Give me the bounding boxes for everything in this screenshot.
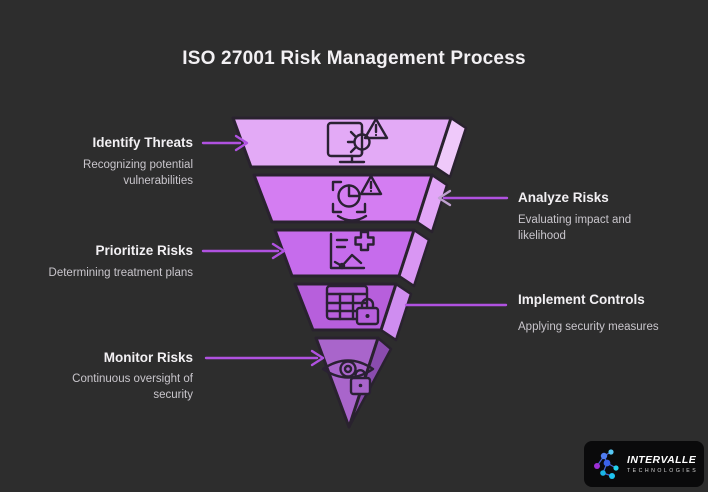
- step-title-prioritize-risks: Prioritize Risks: [95, 243, 193, 258]
- segment-front-face: [293, 282, 398, 332]
- step-desc-implement-controls: Applying security measures: [518, 321, 659, 333]
- molecule-network-icon: [594, 449, 619, 479]
- funnel-segment-implement: [293, 282, 413, 342]
- segment-front-face: [273, 228, 416, 278]
- chart-plus-icon: [329, 230, 375, 270]
- monitor-arrow: [204, 349, 325, 367]
- monitor-bug-alert-icon: [326, 117, 389, 164]
- step-desc-monitor-risks: Continuous oversight of security: [72, 373, 193, 402]
- brand-tagline: TECHNOLOGIES: [627, 468, 699, 475]
- funnel-segment-prioritize: [273, 228, 431, 288]
- identify-arrow: [201, 134, 249, 152]
- brand-logo: INTERVALLE TECHNOLOGIES: [584, 441, 704, 487]
- step-desc-prioritize-risks: Determining treatment plans: [48, 267, 193, 279]
- step-desc-identify-threats: Recognizing potential vulnerabilities: [83, 159, 193, 188]
- table-lock-icon: [325, 284, 380, 326]
- funnel-segment-monitor: [314, 336, 393, 429]
- step-desc-analyze-risks: Evaluating impact and likelihood: [518, 214, 632, 243]
- step-title-monitor-risks: Monitor Risks: [103, 350, 193, 365]
- analyze-arrow: [437, 189, 509, 207]
- prioritize-arrow: [201, 242, 286, 260]
- segment-front-face: [252, 173, 434, 224]
- funnel-segment-analyze: [252, 173, 449, 234]
- brand-name: INTERVALLE: [627, 453, 697, 466]
- page-title: ISO 27001 Risk Management Process: [182, 48, 526, 69]
- step-title-identify-threats: Identify Threats: [92, 135, 193, 150]
- funnel-segment-identify: [231, 116, 468, 179]
- scan-alert-icon: [331, 174, 383, 222]
- segment-front-face: [231, 116, 453, 169]
- eye-lock-icon: [321, 359, 375, 396]
- step-title-implement-controls: Implement Controls: [518, 292, 645, 307]
- step-title-analyze-risks: Analyze Risks: [518, 190, 609, 205]
